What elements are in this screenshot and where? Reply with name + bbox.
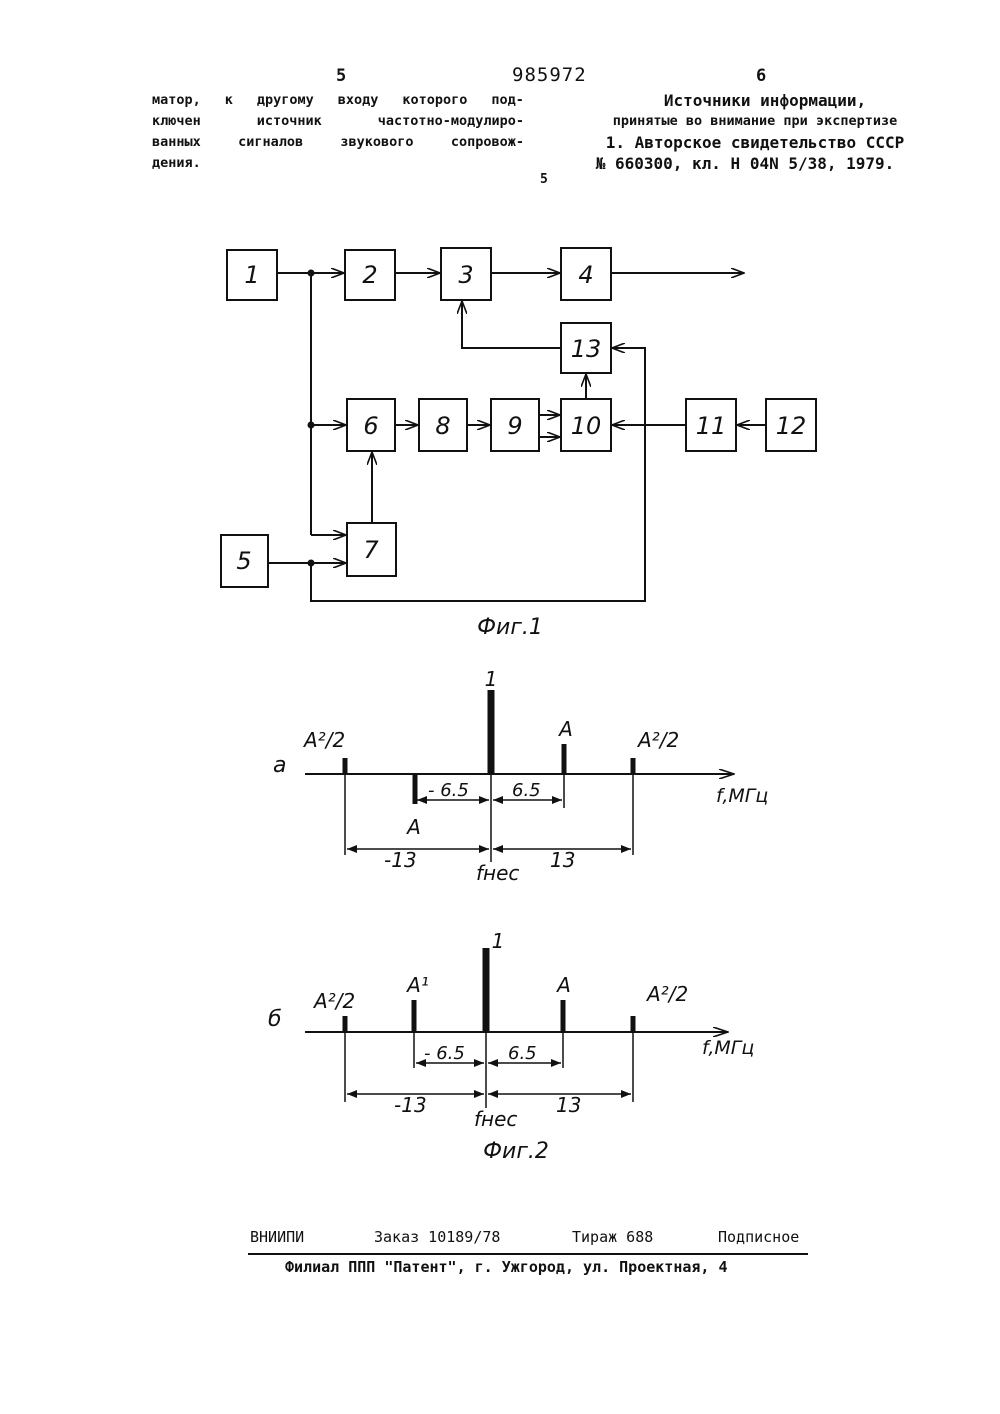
footer-org: ВНИИПИ <box>250 1228 304 1246</box>
block-2-label: 2 <box>362 261 377 289</box>
lower-sideband-label-a: A <box>405 815 421 839</box>
dim-inner-left-a: - 6.5 <box>428 780 469 801</box>
block-12-label: 12 <box>776 412 807 440</box>
block-1-label: 1 <box>244 261 259 289</box>
carrier-label-a: 1 <box>485 667 498 691</box>
footer-order: Заказ 10189/78 <box>374 1228 500 1246</box>
outer-left-label-a: A²/2 <box>302 728 345 752</box>
spectrum-panel-b: б A²/2 A²/2 1 A A¹ - 6.5 6.5 -13 13 fнес… <box>268 929 754 1131</box>
dim-outer-left-b: -13 <box>394 1093 427 1117</box>
dim-outer-right-b: 13 <box>556 1093 581 1117</box>
outer-right-label-a: A²/2 <box>636 728 679 752</box>
block-11-label: 11 <box>696 412 727 440</box>
dim-outer-left-a: -13 <box>384 848 417 872</box>
dim-inner-left-b: - 6.5 <box>424 1043 465 1064</box>
block-diagram: 1 2 3 4 13 6 8 9 10 11 12 5 7 Фиг.1 <box>0 0 1000 660</box>
spectrum-diagram: а A²/2 A²/2 1 A A - 6.5 6.5 -13 13 fнес … <box>0 650 1000 1170</box>
block-3-label: 3 <box>458 261 473 289</box>
block-7-label: 7 <box>363 536 379 564</box>
footer-subscription: Подписное <box>718 1228 799 1246</box>
footer-divider <box>248 1253 808 1255</box>
block-5-label: 5 <box>236 547 251 575</box>
spectrum-panel-a: а A²/2 A²/2 1 A A - 6.5 6.5 -13 13 fнес … <box>273 667 768 885</box>
block-4-label: 4 <box>578 261 593 289</box>
upper-sideband-label-a: A <box>557 717 573 741</box>
dim-inner-right-b: 6.5 <box>508 1043 537 1064</box>
block-10-label: 10 <box>571 412 602 440</box>
dim-outer-right-a: 13 <box>550 848 575 872</box>
axis-label-b: f,МГц <box>702 1037 754 1059</box>
footer-branch: Филиал ППП "Патент", г. Ужгород, ул. Про… <box>285 1258 728 1276</box>
block-8-label: 8 <box>435 412 450 440</box>
lower-sideband-label-b: A¹ <box>405 973 429 997</box>
outer-right-label-b: A²/2 <box>645 982 688 1006</box>
fig1-caption: Фиг.1 <box>477 615 543 640</box>
dim-inner-right-a: 6.5 <box>512 780 541 801</box>
block-13-label: 13 <box>571 335 602 363</box>
carrier-label-b: 1 <box>492 929 505 953</box>
panel-b-label: б <box>268 1007 282 1032</box>
panel-a-label: а <box>273 753 286 778</box>
center-frequency-label-b: fнес <box>474 1107 517 1131</box>
center-frequency-label-a: fнес <box>476 861 519 885</box>
fig2-caption: Фиг.2 <box>483 1139 549 1164</box>
block-6-label: 6 <box>363 412 378 440</box>
outer-left-label-b: A²/2 <box>312 989 355 1013</box>
upper-sideband-label-b: A <box>555 973 571 997</box>
footer-circulation: Тираж 688 <box>572 1228 653 1246</box>
block-9-label: 9 <box>507 412 522 440</box>
axis-label-a: f,МГц <box>716 785 768 807</box>
